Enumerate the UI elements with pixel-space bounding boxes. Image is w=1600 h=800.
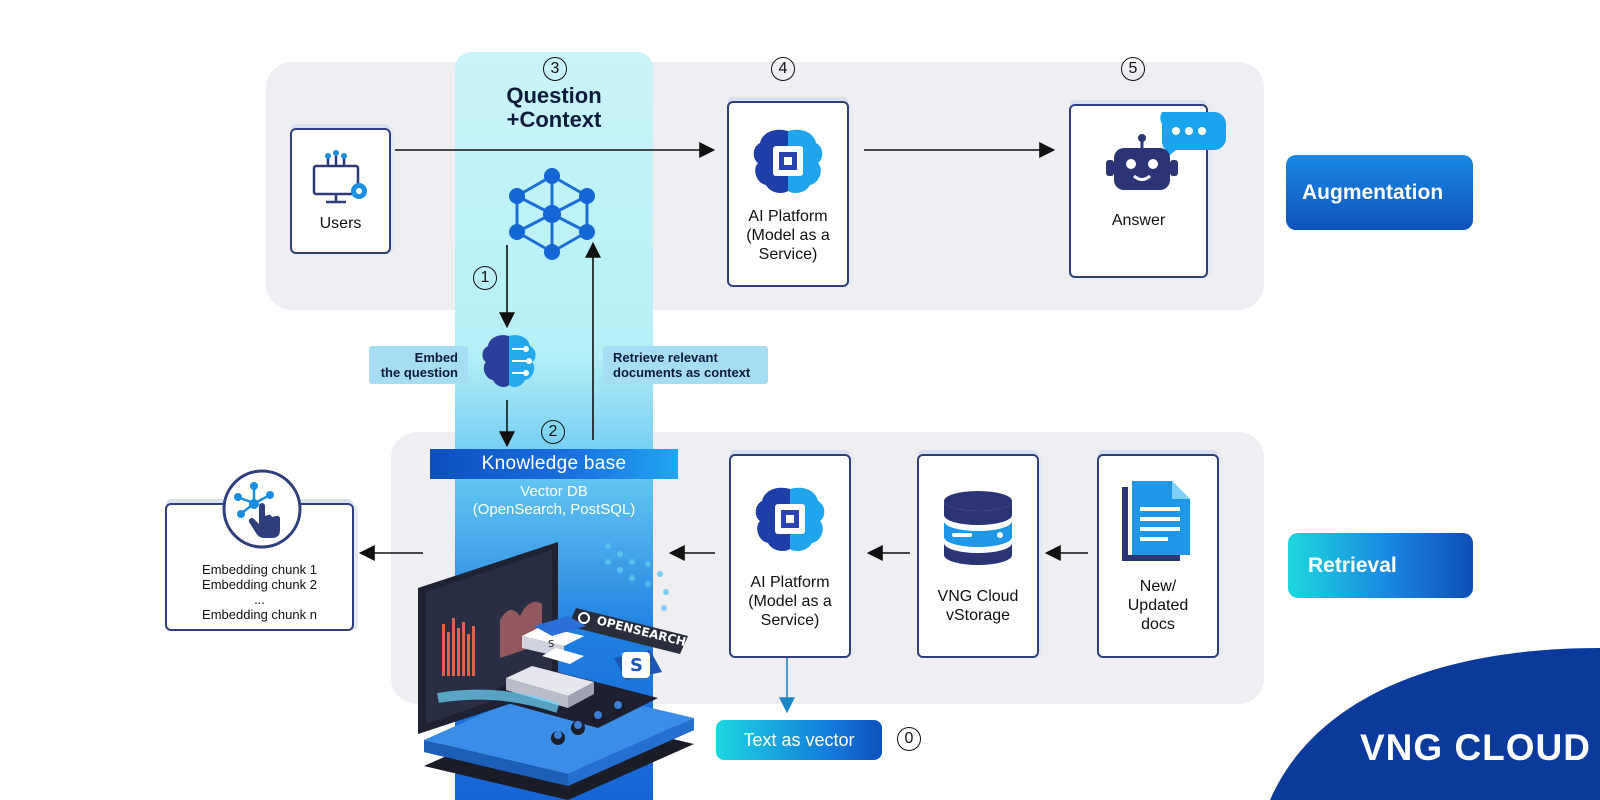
embed-question-tag: Embed the question bbox=[369, 346, 468, 384]
knowledge-base-sub2: (OpenSearch, PostSQL) bbox=[472, 501, 636, 518]
question-context-line2: +Context bbox=[506, 107, 602, 132]
step-number-5: 5 bbox=[1121, 57, 1145, 81]
step-number-0: 0 bbox=[897, 727, 921, 751]
vstorage-line2: vStorage bbox=[945, 607, 1011, 624]
ai-platform-top-line1: AI Platform bbox=[748, 207, 828, 225]
retrieve-tag-line2: documents as context bbox=[613, 365, 751, 380]
augmentation-pill: Augmentation bbox=[1286, 155, 1473, 230]
knowledge-base-title: Knowledge base bbox=[430, 449, 678, 479]
ai-platform-bottom-line1: AI Platform bbox=[750, 573, 830, 591]
brand-corner-shape bbox=[1270, 648, 1600, 800]
users-card: Users bbox=[290, 128, 391, 254]
monitor-gear-icon bbox=[312, 149, 367, 203]
opensearch-platform-illustration: S OPENSEARCH S bbox=[418, 542, 694, 800]
docs-line2: Updated bbox=[1127, 596, 1189, 614]
ai-brain-chip-icon bbox=[753, 129, 823, 193]
retrieve-context-tag: Retrieve relevant documents as context bbox=[603, 346, 768, 384]
answer-label: Answer bbox=[1111, 211, 1166, 229]
embedding-chunk-1: Embedding chunk 1 bbox=[202, 562, 317, 577]
ai-platform-bottom-line3: Service) bbox=[760, 611, 820, 629]
embedding-chunks-card: Embedding chunk 1 Embedding chunk 2 ... … bbox=[165, 503, 354, 631]
step-number-3: 3 bbox=[543, 57, 567, 81]
database-storage-icon bbox=[944, 491, 1012, 565]
svg-text:S: S bbox=[630, 655, 643, 676]
step-number-1: 1 bbox=[473, 266, 497, 290]
ai-platform-bottom-line2: (Model as a bbox=[748, 592, 832, 610]
knowledge-base-sub1: Vector DB bbox=[520, 483, 588, 500]
chatbot-icon bbox=[1106, 112, 1226, 190]
vstorage-card: VNG Cloud vStorage bbox=[917, 454, 1039, 658]
question-context-title: Question +Context bbox=[455, 84, 653, 132]
svg-text:S: S bbox=[548, 639, 554, 650]
embed-tag-line2: the question bbox=[380, 365, 458, 380]
step-number-2: 2 bbox=[541, 420, 565, 444]
network-graph-icon bbox=[509, 168, 595, 260]
retrieve-tag-line1: Retrieve relevant bbox=[613, 350, 718, 365]
vng-cloud-logo: VNG CLOUD bbox=[1360, 727, 1591, 768]
ai-platform-top-line3: Service) bbox=[758, 245, 818, 263]
ai-platform-top-line2: (Model as a bbox=[746, 226, 830, 244]
users-label: Users bbox=[319, 214, 362, 232]
retrieval-pill: Retrieval bbox=[1288, 533, 1473, 598]
ai-platform-top-card: AI Platform (Model as a Service) bbox=[727, 101, 849, 287]
touch-network-icon bbox=[222, 469, 302, 549]
question-context-line1: Question bbox=[506, 83, 602, 108]
embedding-chunk-ellipsis: ... bbox=[254, 592, 265, 607]
document-icon bbox=[1122, 480, 1190, 561]
embed-brain-icon bbox=[482, 335, 536, 388]
knowledge-base-subtitle: Vector DB (OpenSearch, PostSQL) bbox=[455, 483, 653, 519]
docs-card: New/ Updated docs bbox=[1097, 454, 1219, 658]
step-number-4: 4 bbox=[771, 57, 795, 81]
text-as-vector-label: Text as vector bbox=[716, 720, 882, 760]
ai-platform-bottom-card: AI Platform (Model as a Service) bbox=[729, 454, 851, 658]
docs-line1: New/ bbox=[1139, 577, 1177, 595]
vstorage-line1: VNG Cloud bbox=[937, 588, 1019, 605]
ai-brain-chip-icon-bottom bbox=[755, 487, 825, 551]
embedding-chunk-2: Embedding chunk 2 bbox=[202, 577, 317, 592]
embed-tag-line1: Embed bbox=[414, 350, 458, 365]
embedding-chunk-n: Embedding chunk n bbox=[202, 607, 317, 622]
docs-line3: docs bbox=[1141, 615, 1175, 633]
